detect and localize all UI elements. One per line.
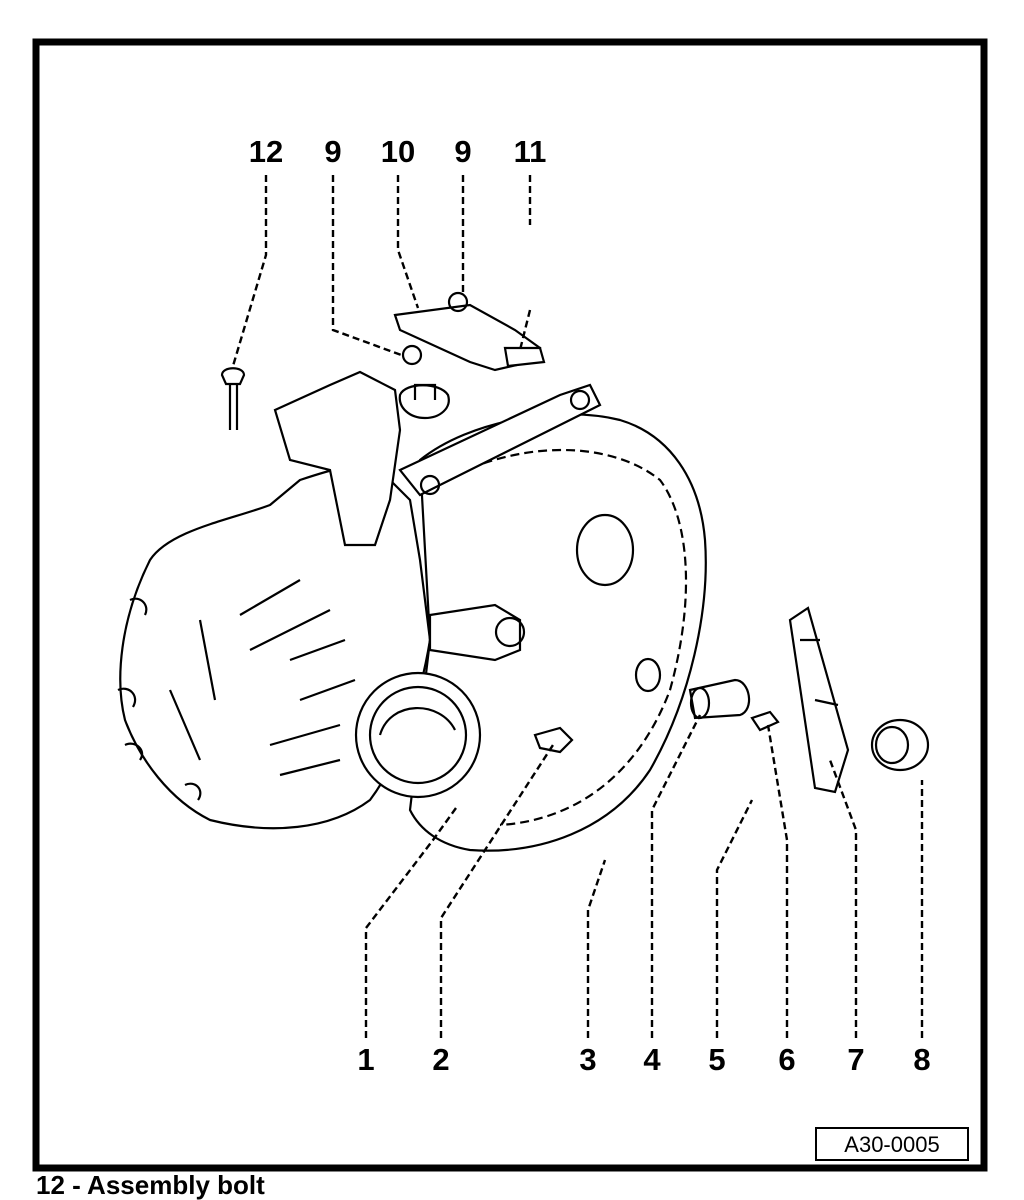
callout-9-right: 9 <box>454 134 471 169</box>
callout-4: 4 <box>643 1042 661 1077</box>
gearbox-illustration <box>117 291 930 852</box>
callout-3: 3 <box>579 1042 596 1077</box>
leader-lines <box>231 175 924 1038</box>
reference-code: A30-0005 <box>844 1132 939 1157</box>
callout-9-left: 9 <box>324 134 341 169</box>
callout-8: 8 <box>913 1042 930 1077</box>
callout-1: 1 <box>357 1042 374 1077</box>
callout-10: 10 <box>381 134 415 169</box>
callout-2: 2 <box>432 1042 449 1077</box>
callout-11: 11 <box>514 134 547 169</box>
figure-frame <box>32 38 988 1172</box>
callout-5: 5 <box>708 1042 725 1077</box>
callout-numbers: 12 9 10 9 11 1 2 3 4 5 6 7 8 <box>249 134 931 1077</box>
callout-7: 7 <box>847 1042 864 1077</box>
reference-code-box: A30-0005 <box>815 1127 969 1161</box>
callout-12: 12 <box>249 134 283 169</box>
caption-text: 12 - Assembly bolt <box>36 1170 265 1200</box>
callout-6: 6 <box>778 1042 795 1077</box>
